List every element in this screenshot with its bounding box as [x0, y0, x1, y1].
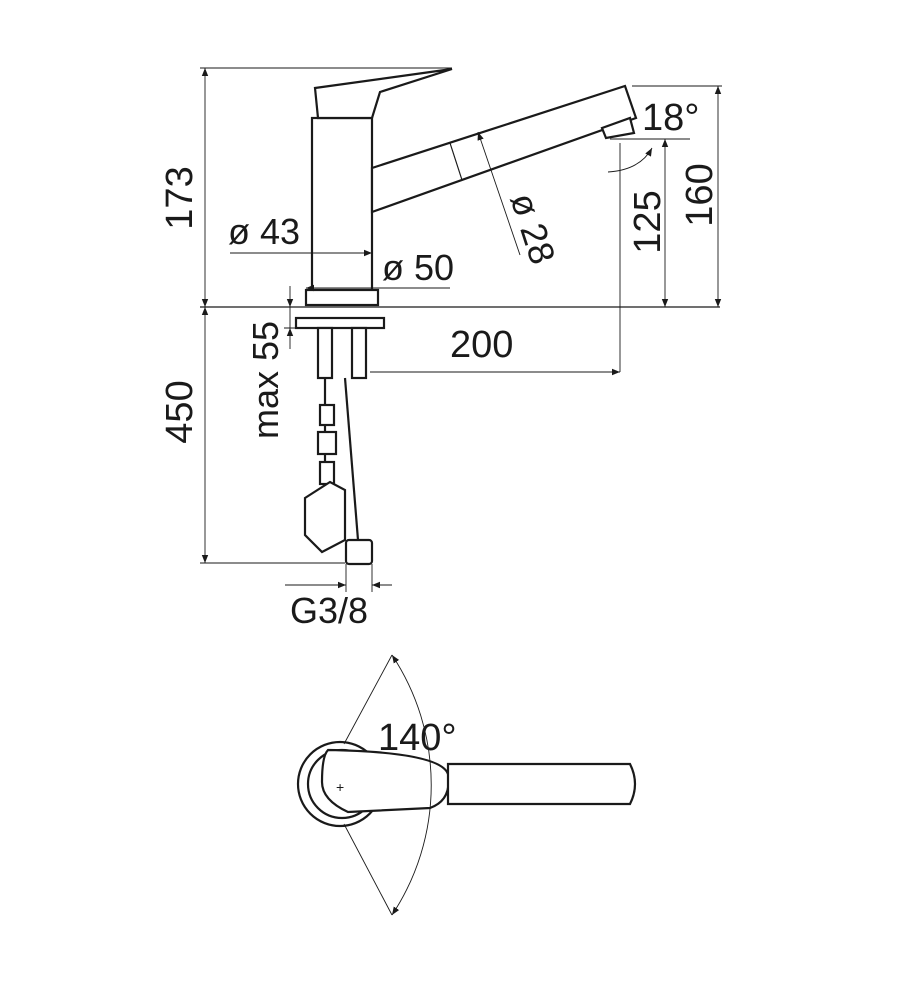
- connector-nut: [344, 538, 374, 566]
- threaded-rod: [316, 326, 334, 380]
- hose-right: [343, 377, 360, 541]
- rotation-arc: [391, 654, 432, 916]
- spout-top: [446, 762, 637, 806]
- mounting-assembly: [294, 316, 386, 566]
- label-200: 200: [450, 324, 513, 366]
- label-max-55: max 55: [245, 321, 286, 439]
- label-18deg: 18°: [642, 97, 699, 139]
- mounting-stud: [350, 326, 368, 380]
- dim-reach: 200: [370, 324, 620, 376]
- label-125: 125: [627, 190, 669, 253]
- body-cylinder: [310, 116, 374, 292]
- label-173: 173: [159, 166, 201, 229]
- arc-ref-line-1: [343, 654, 393, 745]
- valve-block: [303, 480, 347, 554]
- lever-handle: [313, 67, 453, 120]
- dim-tilt: 18°: [607, 97, 699, 175]
- dim-max-thickness: max 55: [245, 286, 312, 439]
- dim-outlet-125: 125: [619, 175, 669, 372]
- label-450: 450: [159, 380, 201, 443]
- base-flange: [304, 288, 380, 307]
- spout-joint-line: [449, 142, 463, 181]
- dim-height-total: 173: [159, 67, 452, 307]
- label-g38: G3/8: [290, 590, 368, 631]
- handle-top: [320, 748, 450, 814]
- label-dia-50: ø 50: [382, 247, 454, 288]
- dim-outlet-160: 160: [610, 85, 722, 307]
- label-dia-28: ø 28: [502, 188, 563, 269]
- top-view: + 140°: [296, 654, 637, 916]
- faucet-body: [304, 67, 638, 307]
- dim-base-dia: ø 50: [306, 247, 454, 292]
- label-dia-43: ø 43: [228, 211, 300, 252]
- dim-body-dia: ø 43: [228, 211, 372, 257]
- dim-connection: G3/8: [285, 564, 392, 631]
- hose-fitting-3: [318, 460, 336, 486]
- label-160: 160: [679, 163, 721, 226]
- side-view: 173 ø 43 ø 50 ø 28 18° 125: [159, 67, 722, 631]
- hose-fitting-1: [318, 403, 336, 427]
- dim-hose: 450: [159, 307, 345, 564]
- arc-ref-line-2: [343, 823, 393, 916]
- hose-fitting-2: [316, 430, 338, 456]
- spray-head: [600, 116, 636, 140]
- spout: [370, 84, 638, 214]
- center-mark: +: [336, 779, 344, 795]
- label-140deg: 140°: [378, 717, 457, 759]
- mounting-plate: [294, 316, 386, 330]
